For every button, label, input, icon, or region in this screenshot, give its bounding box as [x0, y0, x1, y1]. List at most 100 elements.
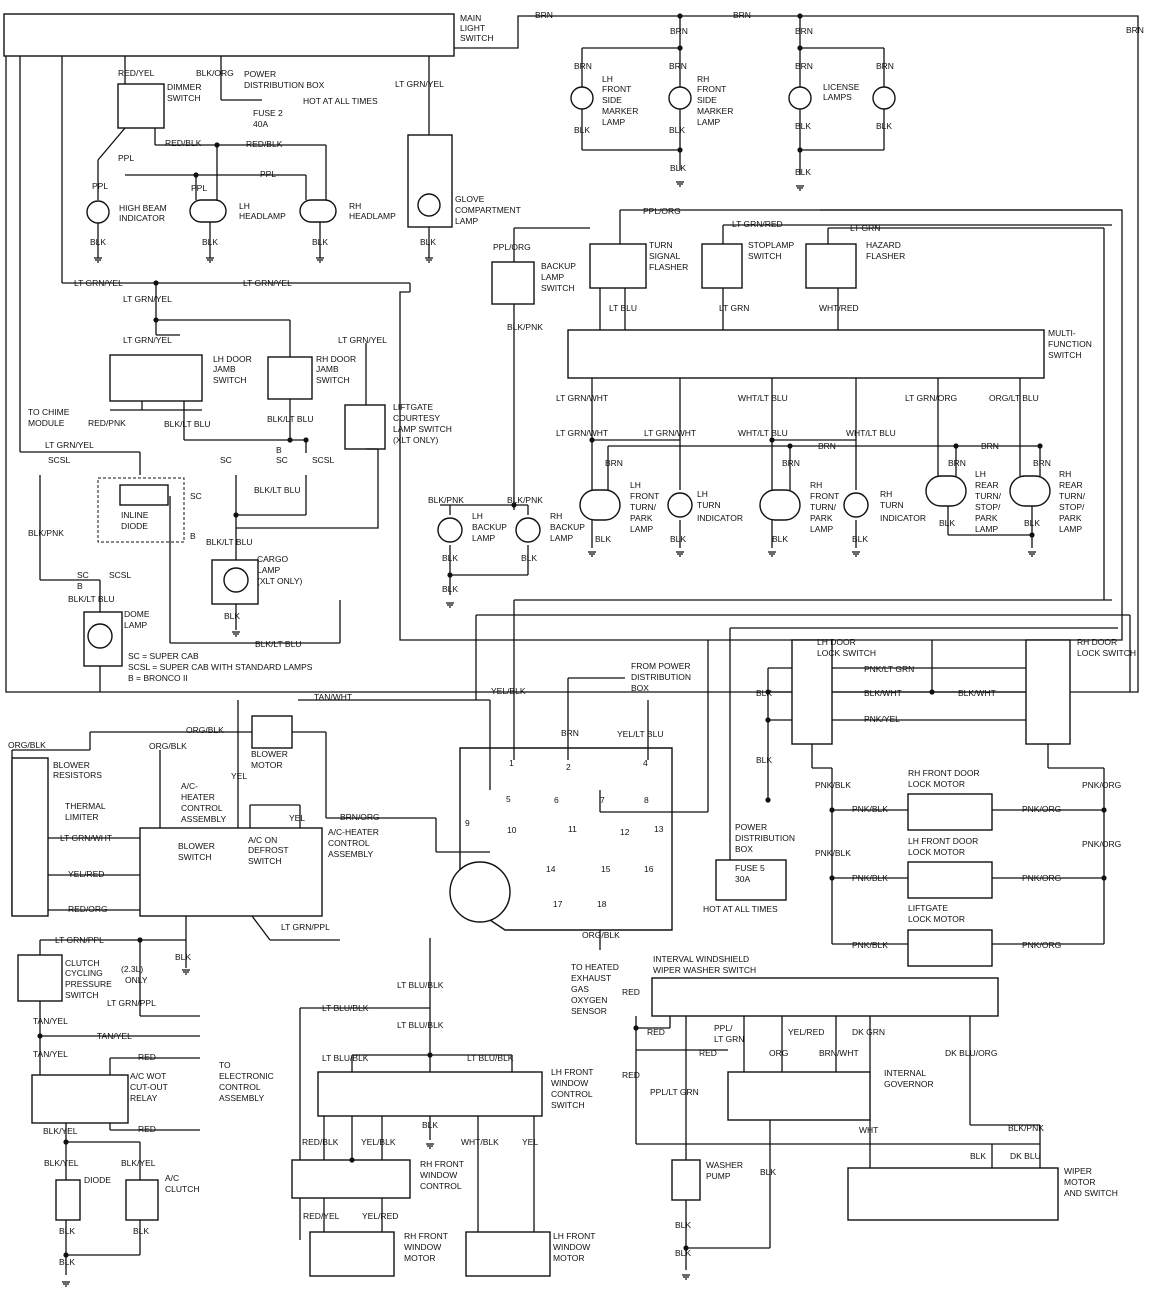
wire-label: LH DOOR — [817, 637, 856, 647]
lamp-symbols — [86, 86, 1051, 649]
wire-label: DISTRIBUTION — [735, 833, 795, 843]
wire-label: ORG/BLK — [582, 930, 620, 940]
wire-label: BLK/ORG — [196, 68, 234, 78]
wire-label: RED/YEL — [118, 68, 155, 78]
wire-label: PNK/LT GRN — [864, 664, 914, 674]
wire-label: TURN/ — [630, 502, 657, 512]
wire-label: YEL/LT BLU — [617, 729, 663, 739]
wire-label: ORG/BLK — [149, 741, 187, 751]
wire-label: CONTROL — [181, 803, 223, 813]
wire-label: B — [190, 531, 196, 541]
wire-label: RED/PNK — [88, 418, 126, 428]
wire-label: BLK/LT BLU — [164, 419, 210, 429]
wire-label: RED — [622, 987, 640, 997]
wire-label: MOTOR — [404, 1253, 435, 1263]
wire-label: YEL/RED — [68, 869, 104, 879]
wire-label: (2.3L) — [121, 964, 143, 974]
wire-label: BLK — [772, 534, 788, 544]
wire-label: FUSE 2 — [253, 108, 283, 118]
wire-label: JAMB — [213, 364, 236, 374]
wire-label: BLK/PNK — [507, 322, 543, 332]
wire-label: YEL — [289, 813, 305, 823]
wire-label: TAN/YEL — [33, 1049, 68, 1059]
wire-label: A/C WOT — [130, 1071, 166, 1081]
wire-label: CYCLING — [65, 968, 103, 978]
wire-label: A/C ON — [248, 835, 277, 845]
wire-label: BLK — [175, 952, 191, 962]
wire-label: BLK/PNK — [1008, 1123, 1044, 1133]
wire-label: BLK — [312, 237, 328, 247]
wire-label: BACKUP — [550, 522, 585, 532]
wire-label: BRN — [669, 61, 687, 71]
wire-label: LT GRN — [719, 303, 749, 313]
wire-label: BRN — [795, 26, 813, 36]
wire-label: LAMP — [124, 620, 147, 630]
wire-label: FRONT — [697, 84, 726, 94]
wire-label: BLK — [756, 688, 772, 698]
wire-label: 7 — [600, 795, 605, 805]
wire-label: CUT-OUT — [130, 1082, 168, 1092]
wire-label: BRN — [876, 61, 894, 71]
wire-label: BLK — [420, 237, 436, 247]
wire-label: B — [77, 581, 83, 591]
wire-label: LIGHT — [460, 23, 485, 33]
wire-label: TURN/ — [975, 491, 1002, 501]
wire-label: BLK — [442, 584, 458, 594]
wire-label: RH — [1059, 469, 1071, 479]
wire-label: BLK/LT BLU — [267, 414, 313, 424]
wire-label: BLK — [939, 518, 955, 528]
wire-label: FUNCTION — [1048, 339, 1092, 349]
wire-label: RED — [647, 1027, 665, 1037]
wire-label: LT GRN/YEL — [74, 278, 123, 288]
wire-label: 13 — [654, 824, 664, 834]
wire-label: LAMP — [810, 524, 833, 534]
wire-label: RH FRONT — [420, 1159, 464, 1169]
wire-label: BRN — [574, 61, 592, 71]
wire-label: BRN — [1033, 458, 1051, 468]
wire-label: BLK — [595, 534, 611, 544]
wire-label: ASSEMBLY — [181, 814, 227, 824]
wire-label: LH — [472, 511, 483, 521]
wire-label: LOCK MOTOR — [908, 779, 965, 789]
wire-label: LAMPS — [823, 92, 852, 102]
wire-label: RED — [138, 1124, 156, 1134]
wire-label: 5 — [506, 794, 511, 804]
wire-label: RED/BLK — [302, 1137, 339, 1147]
wire-label: BLK — [675, 1248, 691, 1258]
wire-label: ASSEMBLY — [219, 1093, 265, 1103]
wire-label: BRN — [1126, 25, 1144, 35]
wire-label: (XLT ONLY) — [393, 435, 439, 445]
wire-label: BLK — [970, 1151, 986, 1161]
wire-label: RH FRONT DOOR — [908, 768, 980, 778]
wire-label: HOT AT ALL TIMES — [703, 904, 778, 914]
wire-label: LT GRN/WHT — [60, 833, 112, 843]
wire-label: WINDOW — [420, 1170, 457, 1180]
wire-label: SCSL — [48, 455, 70, 465]
wire-label: WINDOW — [404, 1242, 441, 1252]
junction-dots — [37, 13, 1107, 1258]
wire-label: BLK/YEL — [43, 1126, 78, 1136]
wire-label: INDICATOR — [880, 513, 926, 523]
main-wires — [3, 13, 1139, 1277]
wire-label: RED/YEL — [303, 1211, 340, 1221]
wire-label: BRN — [782, 458, 800, 468]
wire-label: LOCK SWITCH — [817, 648, 876, 658]
wire-label: WHT — [859, 1125, 878, 1135]
wire-label: YEL/BLK — [491, 686, 526, 696]
wire-label: BLK/LT BLU — [206, 537, 252, 547]
wire-label: BLK — [1024, 518, 1040, 528]
wire-label: BRN — [795, 61, 813, 71]
wire-label: PPL — [118, 153, 134, 163]
wire-label: BLK/YEL — [44, 1158, 79, 1168]
wire-label: SWITCH — [167, 93, 201, 103]
wire-label: LT BLU/BLK — [467, 1053, 514, 1063]
wire-label: PUMP — [706, 1171, 731, 1181]
wire-label: WHT/LT BLU — [738, 428, 788, 438]
wire-label: TAN/YEL — [97, 1031, 132, 1041]
wire-label: HAZARD — [866, 240, 901, 250]
wire-label: WINDOW — [551, 1078, 588, 1088]
wire-label: BLK — [670, 163, 686, 173]
wire-label: RED/BLK — [165, 138, 202, 148]
